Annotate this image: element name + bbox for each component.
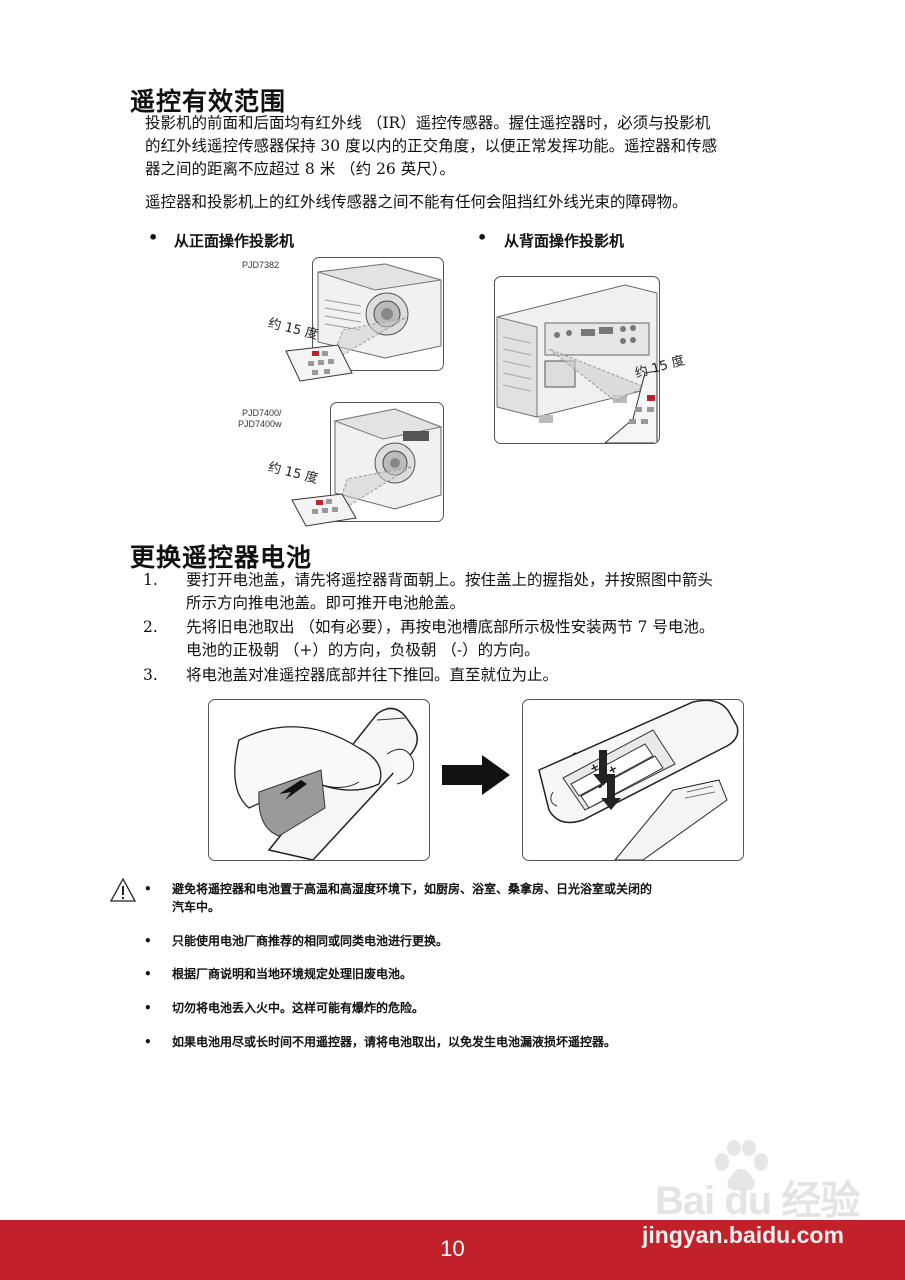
- step-text: 将电池盖对准遥控器底部并往下推回。直至就位为止。: [186, 666, 559, 684]
- hand-remote-icon: [234, 707, 418, 860]
- bullet: •: [148, 228, 159, 247]
- bullet: •: [144, 967, 152, 981]
- note-item: 避免将遥控器和电池置于高温和高湿度环境下，如厨房、浴室、桑拿房、日光浴室或关闭的…: [172, 880, 652, 916]
- note-item: 根据厂商说明和当地环境规定处理旧废电池。: [172, 967, 413, 981]
- remote-icon: [291, 493, 357, 527]
- right-arrow-icon: [442, 755, 510, 795]
- range-paragraph-line: 投影机的前面和后面均有红外线 （IR）遥控传感器。握住遥控器时，必须与投影机: [145, 114, 711, 132]
- model-label-pjd7382: PJD7382: [242, 260, 280, 270]
- step-text-line: 电池的正极朝 （+）的方向，负极朝 （-）的方向。: [186, 641, 540, 659]
- insert-battery-illustration: [522, 699, 744, 861]
- footer-bar: [0, 1220, 905, 1280]
- back-operation-heading: 从背面操作投影机: [504, 232, 625, 250]
- back-projector-illustration: [494, 276, 660, 444]
- watermark-url: jingyan.baidu.com: [642, 1222, 844, 1248]
- step-text: 要打开电池盖，请先将遥控器背面朝上。按住盖上的握指处，并按照图中箭头 所示方向推…: [186, 569, 713, 615]
- projector-front-icon: [317, 263, 442, 364]
- down-arrow-icon: [601, 774, 621, 810]
- watermark-brand: Bai du 经验: [655, 1179, 860, 1223]
- step-text-line: 所示方向推电池盖。即可推开电池舱盖。: [186, 594, 466, 612]
- front-projector-illustration-2: [330, 402, 444, 522]
- page-number: 10: [440, 1236, 465, 1261]
- model-label-pjd7400: PJD7400/ PJD7400w: [238, 408, 282, 430]
- front-projector-illustration-1: [312, 257, 444, 371]
- range-paragraph-2: 遥控器和投影机上的红外线传感器之间不能有任何会阻挡红外线光束的障碍物。: [145, 193, 688, 211]
- projector-back-icon: [496, 284, 658, 443]
- bullet: •: [477, 228, 488, 247]
- step-number: 2.: [143, 618, 158, 636]
- note-line: 避免将遥控器和电池置于高温和高湿度环境下，如厨房、浴室、桑拿房、日光浴室或关闭的: [172, 882, 653, 896]
- step-text-line: 先将旧电池取出 （如有必要），再按电池槽底部所示极性安装两节 7 号电池。: [186, 618, 715, 636]
- warning-icon: [110, 878, 136, 902]
- remote-control-illustration: [290, 492, 358, 532]
- model-label-line: PJD7400w: [238, 419, 282, 429]
- step-text: 先将旧电池取出 （如有必要），再按电池槽底部所示极性安装两节 7 号电池。 电池…: [186, 616, 714, 662]
- paw-logo-icon: [715, 1140, 768, 1191]
- section-title-remote-range: 遥控有效范围: [130, 87, 287, 116]
- bullet: •: [144, 1035, 152, 1049]
- front-operation-heading: 从正面操作投影机: [174, 232, 295, 250]
- bullet: •: [144, 882, 152, 896]
- section-title-battery: 更换遥控器电池: [130, 543, 313, 572]
- range-paragraph-line: 的红外线遥控传感器保持 30 度以内的正交角度，以便正常发挥功能。遥控器和传感: [145, 137, 718, 155]
- arrow-icon: [279, 780, 307, 800]
- bullet: •: [144, 934, 152, 948]
- range-paragraph-line: 器之间的距离不应超过 8 米 （约 26 英尺）。: [145, 160, 455, 178]
- angle-label: 约 15 度: [266, 460, 320, 487]
- step-number: 3.: [143, 666, 158, 684]
- range-paragraph-1: 投影机的前面和后面均有红外线 （IR）遥控传感器。握住遥控器时，必须与投影机 的…: [145, 112, 717, 181]
- note-item: 只能使用电池厂商推荐的相同或同类电池进行更换。: [172, 934, 449, 948]
- model-label-line: PJD7400/: [242, 408, 282, 418]
- step-text-line: 要打开电池盖，请先将遥控器背面朝上。按住盖上的握指处，并按照图中箭头: [186, 571, 714, 589]
- open-battery-cover-illustration: [208, 699, 430, 861]
- remote-battery-compartment-icon: [538, 700, 739, 860]
- note-item: 切勿将电池丢入火中。这样可能有爆炸的危险。: [172, 1001, 425, 1015]
- remote-control-illustration: [284, 343, 354, 387]
- step-number: 1.: [143, 571, 158, 589]
- note-line: 汽车中。: [172, 900, 221, 914]
- bullet: •: [144, 1001, 152, 1015]
- remote-icon: [285, 344, 353, 382]
- note-item: 如果电池用尽或长时间不用遥控器，请将电池取出，以免发生电池漏液损坏遥控器。: [172, 1035, 617, 1049]
